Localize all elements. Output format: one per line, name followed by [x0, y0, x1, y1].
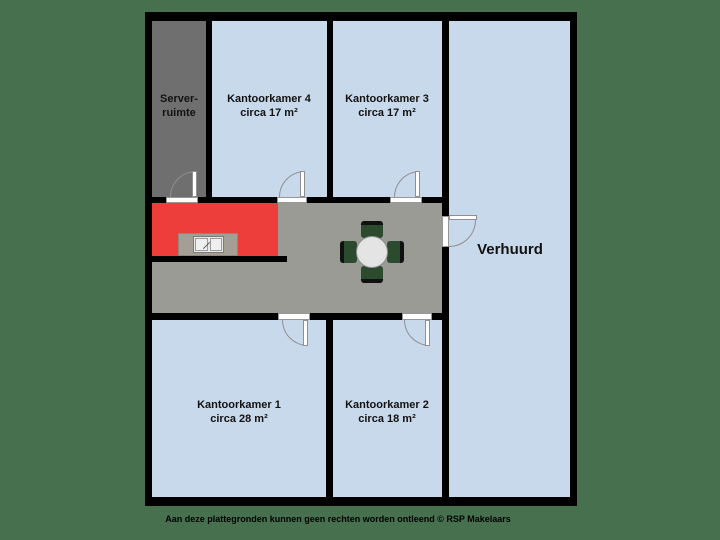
door-threshold-kantoorkamer-4	[277, 197, 307, 203]
caption: Aan deze plattegronden kunnen geen recht…	[165, 514, 511, 524]
wall-kitchen	[152, 256, 287, 262]
door-threshold-kantoorkamer-1	[278, 313, 310, 320]
room-kantoorkamer-2	[333, 320, 442, 497]
door-threshold-kantoorkamer-3	[390, 197, 422, 203]
room-kantoorkamer-3	[333, 21, 442, 197]
wall-segment	[198, 197, 277, 203]
room-area: circa 17 m²	[358, 107, 416, 119]
door-leaf-kantoorkamer-1	[303, 320, 308, 346]
door-threshold-verhuurd	[442, 216, 449, 247]
room-name: Kantoorkamer 3	[345, 93, 429, 105]
door-leaf-kantoorkamer-3	[415, 171, 420, 197]
door-leaf-kantoorkamer-4	[300, 171, 305, 197]
room-label-server-ruimte: Server- ruimte	[160, 92, 198, 120]
door-threshold-server	[166, 197, 198, 203]
room-label-verhuurd: Verhuurd	[477, 242, 543, 258]
wall-outer-top	[145, 12, 577, 21]
wall-segment	[310, 313, 402, 320]
chair-east	[387, 241, 404, 263]
wall-segment	[432, 313, 442, 320]
wall-segment	[422, 197, 442, 203]
wall-segment	[152, 197, 166, 203]
wall-right-upper	[442, 21, 449, 216]
room-name: Kantoorkamer 4	[227, 93, 311, 105]
door-leaf-server	[192, 171, 197, 197]
sink-basin-right	[209, 238, 222, 251]
wall-segment	[307, 197, 390, 203]
door-leaf-verhuurd	[449, 215, 477, 220]
wall-server-k4	[206, 21, 212, 197]
wall-outer-bottom	[145, 497, 577, 506]
room-area: circa 28 m²	[210, 413, 268, 425]
room-verhuurd	[449, 21, 570, 497]
room-area: circa 17 m²	[240, 107, 298, 119]
room-kantoorkamer-4	[212, 21, 327, 197]
wall-outer-right	[570, 12, 577, 506]
room-label-kantoorkamer-3: Kantoorkamer 3 circa 17 m²	[345, 92, 429, 120]
wall-k4-k3	[327, 21, 333, 197]
room-label-line: ruimte	[162, 107, 196, 119]
room-name: Kantoorkamer 1	[197, 399, 281, 411]
room-label-kantoorkamer-4: Kantoorkamer 4 circa 17 m²	[227, 92, 311, 120]
wall-segment	[152, 313, 278, 320]
wall-k1-k2	[326, 320, 333, 497]
room-server-ruimte	[152, 21, 206, 197]
door-leaf-kantoorkamer-2	[425, 320, 430, 346]
sink	[193, 236, 224, 253]
room-label-line: Server-	[160, 93, 198, 105]
door-threshold-kantoorkamer-2	[402, 313, 432, 320]
wall-right-lower	[442, 247, 449, 497]
room-name: Verhuurd	[477, 241, 543, 258]
chair-south	[361, 266, 383, 283]
room-kantoorkamer-1	[152, 320, 326, 497]
round-table	[356, 236, 388, 268]
room-label-kantoorkamer-2: Kantoorkamer 2 circa 18 m²	[345, 398, 429, 426]
wall-outer-left	[145, 12, 152, 506]
chair-north	[361, 221, 383, 238]
room-area: circa 18 m²	[358, 413, 416, 425]
room-label-kantoorkamer-1: Kantoorkamer 1 circa 28 m²	[197, 398, 281, 426]
room-name: Kantoorkamer 2	[345, 399, 429, 411]
chair-west	[340, 241, 357, 263]
